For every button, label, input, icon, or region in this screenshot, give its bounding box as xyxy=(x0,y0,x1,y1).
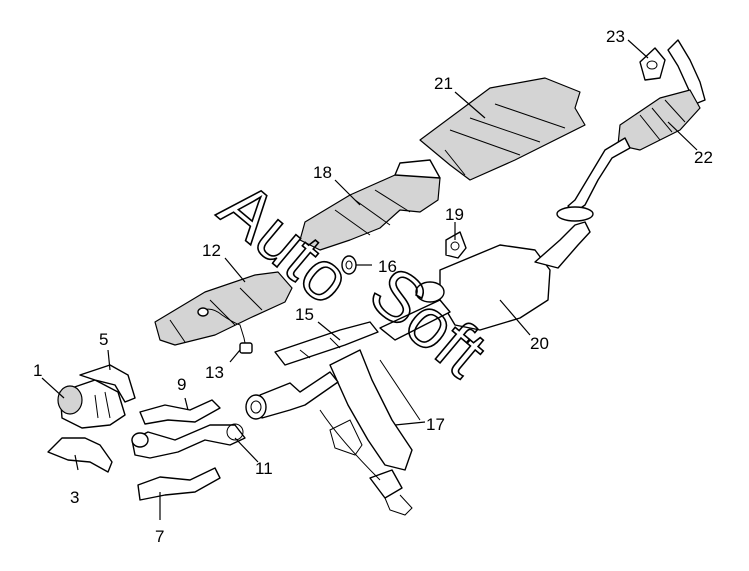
part-13-oxygen-sensor xyxy=(197,307,253,354)
callout-3: 3 xyxy=(70,488,79,507)
part-19-gasket xyxy=(445,231,467,259)
callout-23: 23 xyxy=(606,27,625,46)
callout-13: 13 xyxy=(205,363,224,382)
part-1-catalytic-converter xyxy=(57,379,126,429)
part-23-gasket xyxy=(639,47,666,81)
part-5-heat-shield xyxy=(79,364,136,403)
part-7-heat-shield xyxy=(137,467,221,501)
callout-11: 11 xyxy=(255,459,273,478)
part-9-pipe xyxy=(139,399,221,425)
callout-20: 20 xyxy=(530,334,549,353)
callout-9: 9 xyxy=(177,375,186,394)
callout-21: 21 xyxy=(434,74,453,93)
part-21-heat-shield xyxy=(419,77,586,181)
part-exhaust-pipe xyxy=(245,371,339,420)
callout-19: 19 xyxy=(445,205,464,224)
callout-5: 5 xyxy=(99,330,108,349)
part-20-center-silencer xyxy=(379,206,594,341)
part-11-pipe xyxy=(131,423,246,459)
callout-17: 17 xyxy=(426,415,445,434)
callout-18: 18 xyxy=(313,163,332,182)
callout-22: 22 xyxy=(694,148,713,167)
part-18-heat-shield xyxy=(299,159,441,251)
callout-1: 1 xyxy=(33,361,42,380)
part-17-front-pipe xyxy=(319,281,445,516)
callout-7: 7 xyxy=(155,527,164,546)
callout-12: 12 xyxy=(202,241,221,260)
part-3-heat-shield xyxy=(47,437,113,473)
leader-lines xyxy=(41,39,698,520)
part-22-rear-silencer xyxy=(567,39,706,213)
part-12-heat-shield xyxy=(154,271,293,346)
part-15-bracket xyxy=(274,321,379,366)
callout-16: 16 xyxy=(378,257,397,276)
callout-labels: 1 3 5 7 9 11 12 13 15 16 17 18 19 20 21 … xyxy=(33,27,713,546)
callout-15: 15 xyxy=(295,305,314,324)
